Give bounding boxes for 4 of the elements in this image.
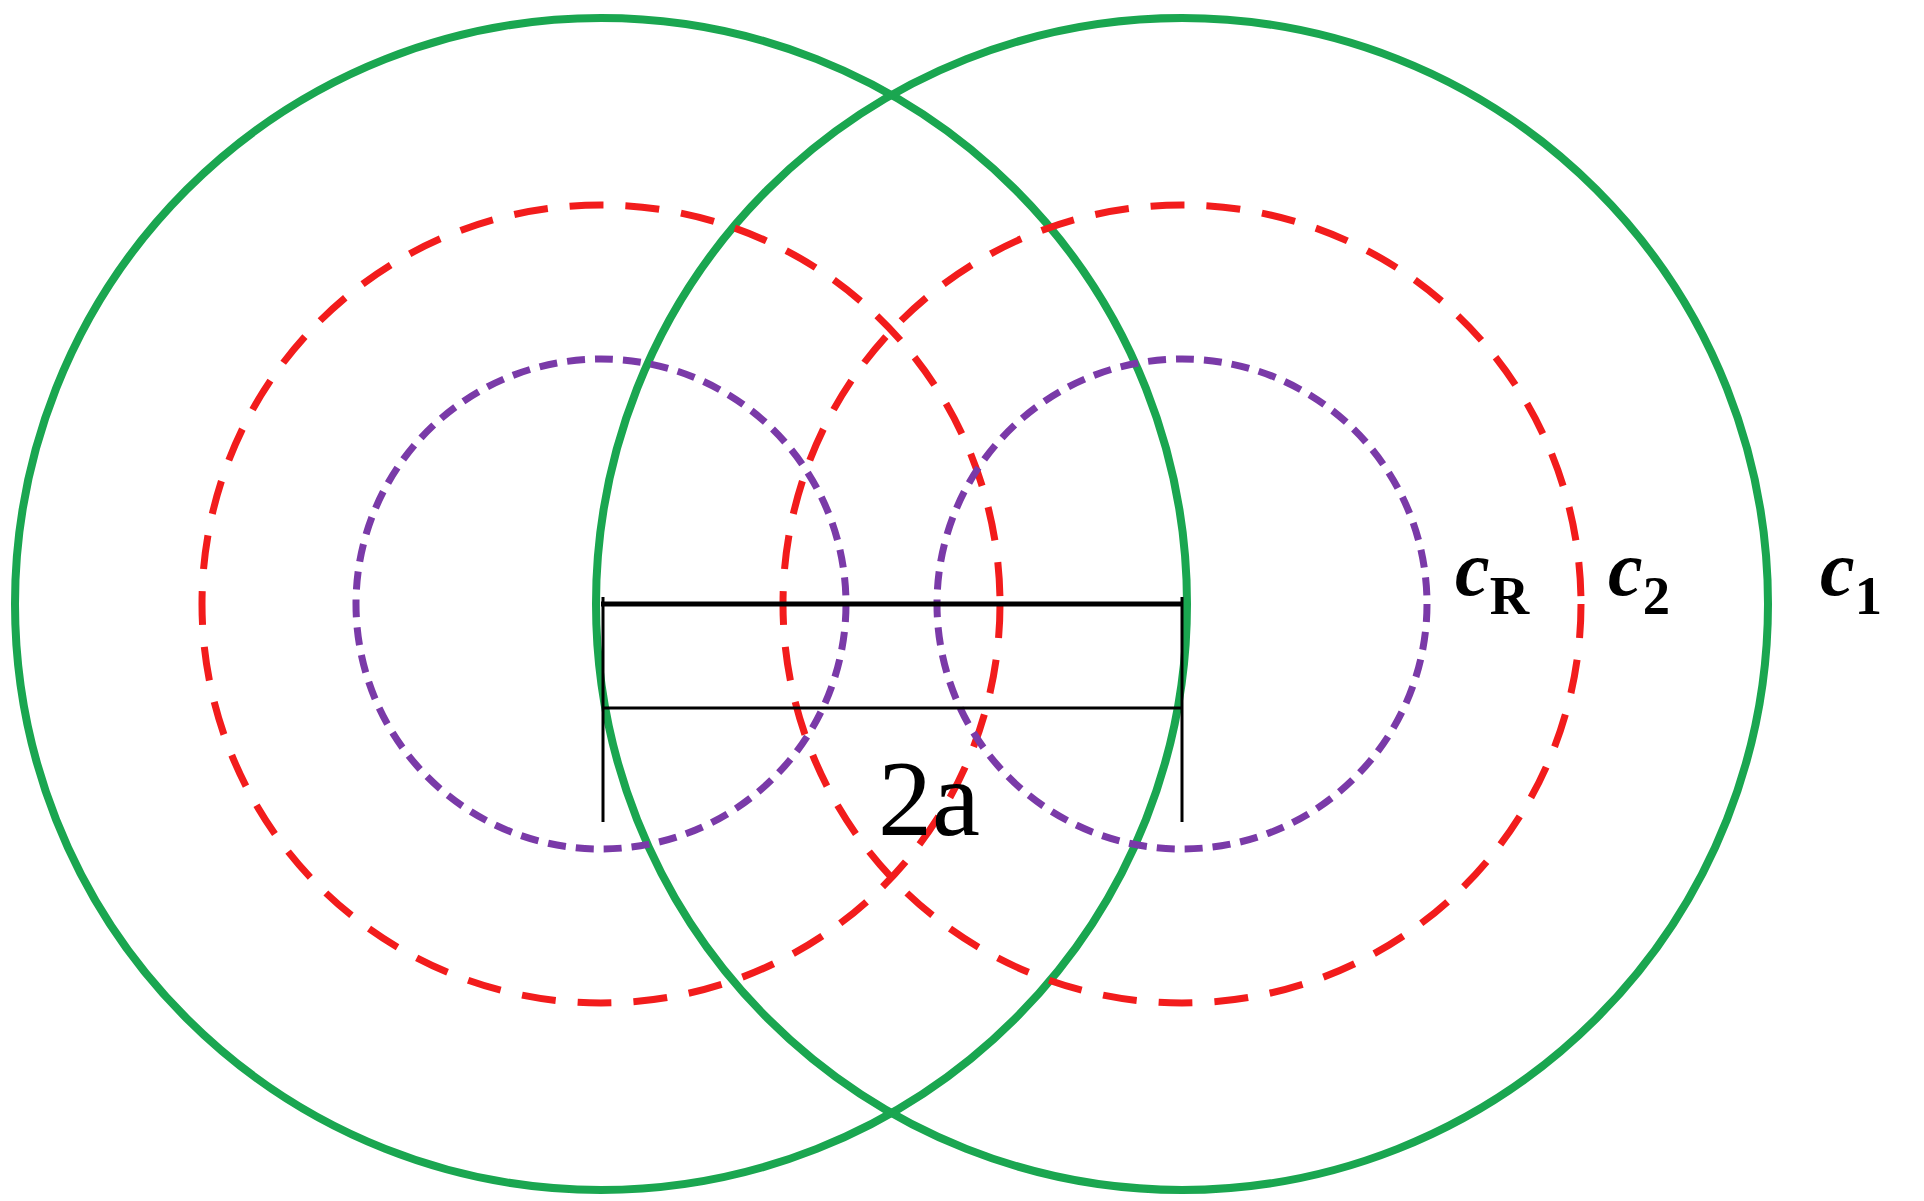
curve-label: c$_{1}$ bbox=[1820, 530, 1882, 624]
curve-label: c$_{R}$ bbox=[1455, 530, 1530, 624]
dimension-label: 2a bbox=[878, 745, 980, 853]
curve-label: c$_{2}$ bbox=[1608, 530, 1670, 624]
